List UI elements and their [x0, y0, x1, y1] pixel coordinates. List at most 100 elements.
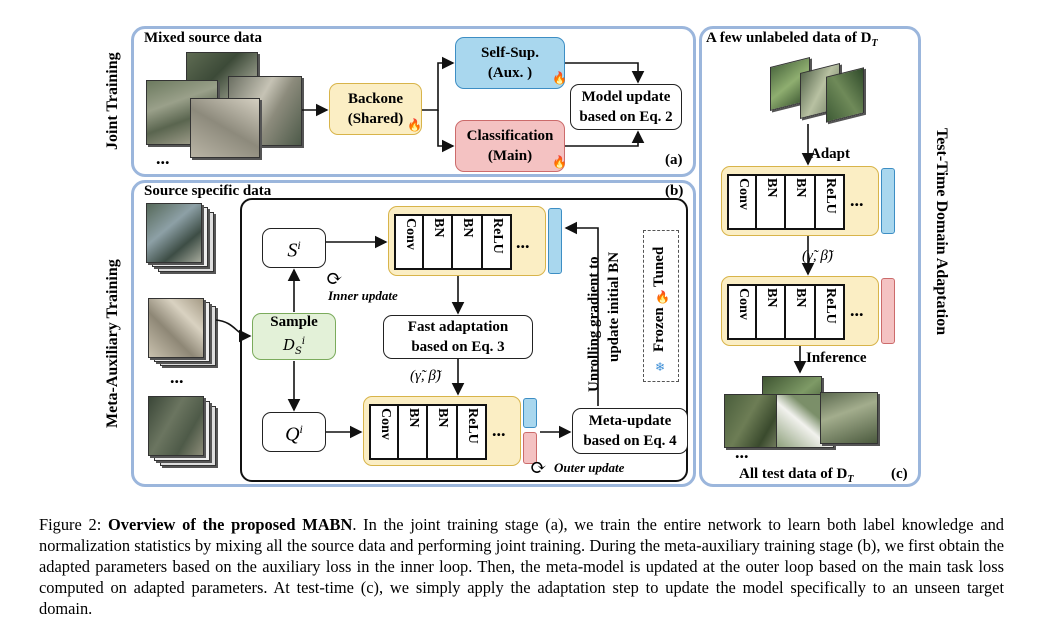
aux-head-bar: [881, 168, 895, 234]
more-images-dots: ...: [735, 442, 749, 462]
fast-adaptation-line1: Fast adaptation: [407, 319, 509, 335]
sample-domain-sup: i: [301, 335, 306, 347]
fire-icon: 🔥: [655, 290, 670, 304]
arrow-images-to-sample: [215, 319, 252, 343]
model-update-line2: based on Eq. 2: [579, 109, 673, 125]
few-unlabeled-title: A few unlabeled data of DT: [706, 30, 878, 49]
outer-update-icon: ⟳: [530, 457, 547, 479]
bn-stats-layer: BN: [757, 286, 787, 338]
tta-layers-infer: Conv BN BN ReLU: [727, 284, 845, 340]
query-set-sup: i: [299, 422, 303, 437]
source-image-b3: [146, 203, 202, 263]
more-images-dots: ...: [170, 367, 184, 387]
model-update-box: Model update based on Eq. 2: [570, 84, 682, 130]
arrow-backbone-to-class: [437, 110, 455, 153]
panel-tag-c: (c): [891, 466, 908, 482]
backbone-line1: Backone: [347, 91, 403, 107]
sample-domain: DSi: [270, 332, 318, 362]
outer-network-layers: Conv BN BN ReLU: [369, 404, 487, 460]
tta-layers-adapt: Conv BN BN ReLU: [727, 174, 845, 230]
classification-box: Classification (Main): [455, 120, 565, 172]
fast-adaptation-box: Fast adaptation based on Eq. 3: [383, 315, 533, 359]
all-test-data-sub: T: [847, 474, 854, 485]
aux-head-bar: [548, 208, 562, 274]
backbone-box: Backone (Shared): [329, 83, 422, 135]
test-image-c4: [820, 392, 878, 444]
few-unlabeled-sub: T: [871, 38, 878, 49]
joint-training-panel: [131, 26, 696, 177]
model-update-line1: Model update: [581, 89, 671, 105]
fire-icon: 🔥: [407, 118, 422, 132]
sample-domain-letter: D: [282, 335, 295, 354]
caption-text: . In the joint training stage (a), we tr…: [39, 515, 1004, 618]
sample-domain-sub: S: [294, 345, 302, 357]
meta-update-line2: based on Eq. 4: [583, 433, 677, 449]
more-images-dots: ...: [156, 148, 170, 168]
support-set-label: Si: [287, 235, 300, 261]
layer-ellipsis: ...: [516, 232, 530, 252]
adapted-params-b: (γ̃, β̃): [410, 368, 441, 384]
arrow-class-to-update: [565, 130, 645, 147]
panel-tag-a: (a): [665, 152, 683, 168]
selfsup-line2: (Aux. ): [487, 65, 533, 81]
source-specific-title: Source specific data: [144, 183, 272, 199]
bn-affine-layer: BN: [786, 176, 816, 228]
inner-network-layers: Conv BN BN ReLU: [394, 214, 512, 270]
support-set-sup: i: [297, 238, 301, 253]
conv-layer: Conv: [729, 286, 757, 338]
arrow-selfsup-to-update: [565, 62, 645, 84]
mixed-source-title: Mixed source data: [144, 30, 263, 46]
all-test-data-label: All test data of DT: [739, 466, 853, 485]
refresh-icon: ⟳: [326, 268, 343, 290]
test-image-c2: [724, 394, 786, 448]
query-set-label: Qi: [285, 419, 303, 445]
sample-line1: Sample: [270, 313, 318, 330]
arrow-unroll-gradient: [564, 221, 599, 406]
meta-update-box: Meta-update based on Eq. 4: [572, 408, 688, 454]
caption-bold: Overview of the proposed MABN: [108, 515, 353, 534]
fast-adaptation-line2: based on Eq. 3: [411, 339, 505, 355]
fire-icon: 🔥: [552, 155, 567, 169]
layer-ellipsis: ...: [850, 190, 864, 210]
main-head-bar: [523, 432, 537, 464]
main-head-bar: [881, 278, 895, 344]
layer-ellipsis: ...: [850, 300, 864, 320]
classification-line2: (Main): [487, 148, 533, 164]
snowflake-icon: ❄: [655, 360, 666, 374]
conv-layer: Conv: [371, 406, 399, 458]
bn-affine-layer: BN: [786, 286, 816, 338]
source-image-a4: [190, 98, 260, 158]
selfsup-line1: Self-Sup.: [481, 45, 539, 61]
support-set-letter: S: [287, 239, 298, 262]
few-unlabeled-text: A few unlabeled data of D: [706, 30, 872, 46]
bn-affine-layer: BN: [428, 406, 458, 458]
query-set-letter: Q: [285, 423, 300, 446]
outer-update-text: Outer update: [554, 460, 625, 475]
bn-affine-layer: BN: [453, 216, 483, 268]
conv-layer: Conv: [396, 216, 424, 268]
panel-tag-b: (b): [665, 183, 684, 199]
fire-icon: 🔥: [552, 71, 567, 85]
aux-head-bar: [523, 398, 537, 428]
all-test-data-text: All test data of D: [739, 466, 848, 482]
meta-update-line1: Meta-update: [588, 413, 672, 429]
classification-line1: Classification: [466, 128, 554, 144]
bn-stats-layer: BN: [757, 176, 787, 228]
support-set-box: Si: [262, 228, 326, 268]
bn-stats-layer: BN: [424, 216, 454, 268]
inner-update-label: ⟳: [326, 268, 343, 293]
conv-layer: Conv: [729, 176, 757, 228]
inference-label: Inference: [806, 350, 867, 366]
source-image-b6: [148, 298, 204, 358]
backbone-line2: (Shared): [347, 111, 404, 127]
bn-stats-layer: BN: [399, 406, 429, 458]
layer-ellipsis: ...: [492, 420, 506, 440]
sample-box: Sample DSi: [252, 313, 336, 360]
meta-training-panel: [131, 180, 696, 487]
tta-panel: [699, 26, 921, 487]
caption-prefix: Figure 2:: [39, 515, 109, 534]
figure-caption: Figure 2: Overview of the proposed MABN.…: [39, 514, 1004, 619]
adapted-params-c: (γ̃, β̃): [802, 248, 833, 264]
source-image-b9: [148, 396, 204, 456]
